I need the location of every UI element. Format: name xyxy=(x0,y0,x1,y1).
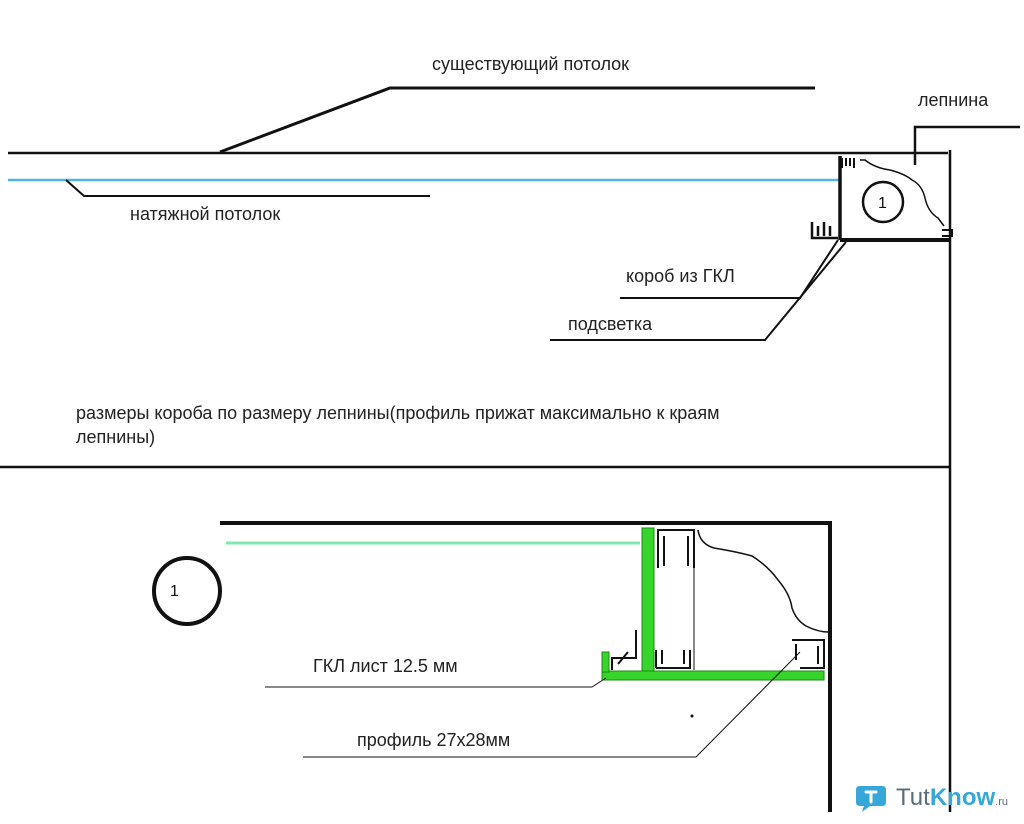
profile-right xyxy=(792,639,825,669)
tutknow-logo-icon xyxy=(856,786,887,812)
backlight-leader xyxy=(550,241,847,341)
tutknow-watermark: TutKnow.ru xyxy=(856,782,1008,814)
profile-leader xyxy=(303,651,801,758)
detail-circle-top xyxy=(861,180,905,224)
detail-number-top: 1 xyxy=(878,195,887,212)
existing-ceiling-label: существующий потолок xyxy=(432,54,630,74)
profile-label: профиль 27х28мм xyxy=(357,730,511,750)
backlight-label: подсветка xyxy=(568,314,653,334)
profile-middle xyxy=(655,650,691,669)
molding-leader xyxy=(913,125,1020,165)
molding-contour-top xyxy=(860,159,945,227)
stray-dot xyxy=(690,714,694,718)
gkl-box-label: короб из ГКЛ xyxy=(626,266,735,286)
existing-ceiling-leader xyxy=(219,86,815,154)
watermark-brand: TutKnow.ru xyxy=(896,784,1008,812)
watermark-suffix: .ru xyxy=(995,796,1008,808)
box-size-note: размеры короба по размеру лепнины(профил… xyxy=(76,403,720,447)
gkl-sheet-leader xyxy=(265,677,607,688)
profile-top-small xyxy=(841,158,855,168)
profile-top xyxy=(657,529,695,568)
watermark-brand-plain: Tut xyxy=(896,784,930,811)
molding-contour-bottom xyxy=(697,529,829,633)
profile-left xyxy=(611,630,637,670)
gkl-sheet-label: ГКЛ лист 12.5 мм xyxy=(313,656,458,676)
molding-label: лепнина xyxy=(918,90,989,110)
profile-bottom-small xyxy=(810,222,838,240)
profile-right-small xyxy=(942,229,953,237)
gkl-horizontal-sheet xyxy=(601,670,825,681)
stretch-ceiling-leader xyxy=(65,179,430,197)
gkl-vertical-sheet xyxy=(641,527,655,679)
detail-number-bottom: 1 xyxy=(170,583,179,600)
stretch-ceiling-label: натяжной потолок xyxy=(130,204,281,224)
watermark-brand-bold: Know xyxy=(929,784,996,811)
gkl-left-lip xyxy=(601,651,610,673)
detail-circle-bottom xyxy=(152,556,222,626)
